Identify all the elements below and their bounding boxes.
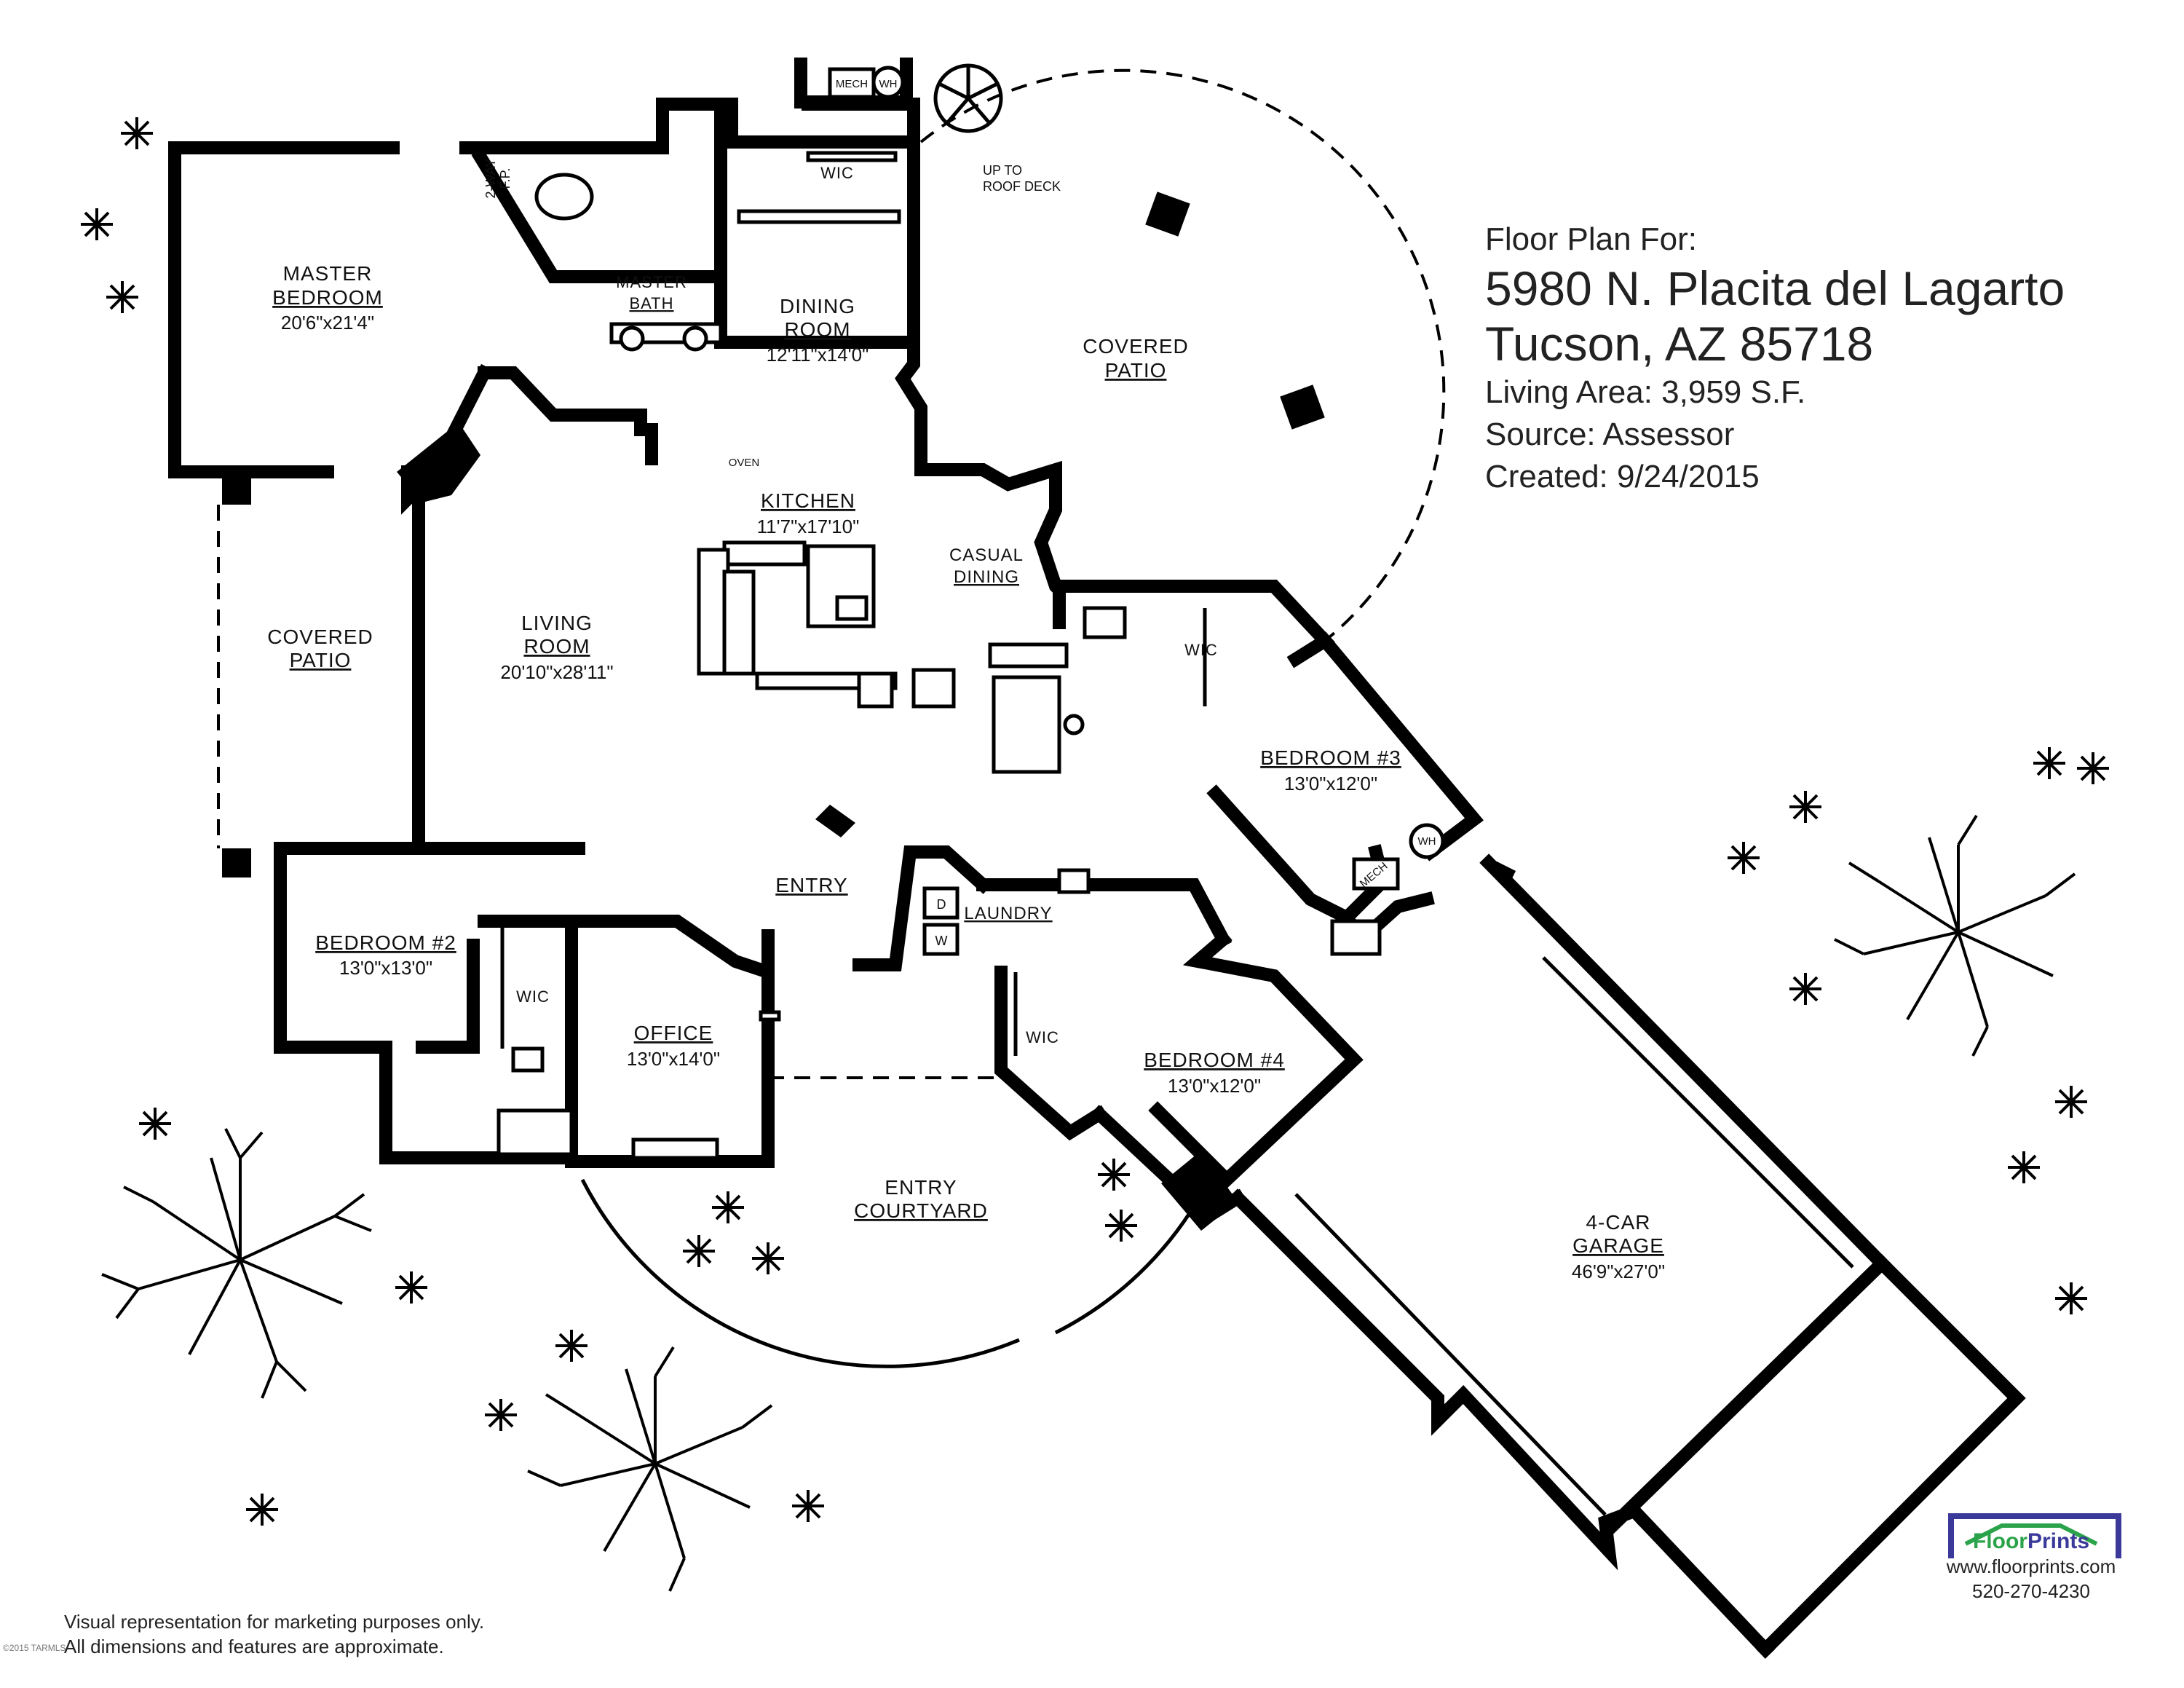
laundry-label: LAUNDRY <box>964 904 1052 923</box>
living-walls <box>274 465 775 1168</box>
wic-bed3-label: WIC <box>1184 641 1218 659</box>
disclaimer-line-2: All dimensions and features are approxim… <box>64 1636 444 1657</box>
brand-name-part-2: Prints <box>2027 1529 2090 1553</box>
tree-icon <box>101 1128 372 1399</box>
central-walls <box>401 336 1484 861</box>
living-area: Living Area: 3,959 S.F. <box>1485 374 1806 410</box>
bedroom2-dimensions: 13'0"x13'0" <box>339 957 432 979</box>
created-date: Created: 9/24/2015 <box>1485 459 1760 494</box>
shrub-icon <box>81 117 2109 1526</box>
room-labels: MASTER BEDROOM 20'6"x21'4" MASTER BATH 2… <box>267 78 1665 1282</box>
garage-label: 4-CAR <box>1586 1211 1650 1234</box>
wh-top-label: WH <box>879 78 898 90</box>
tree-icon <box>1834 814 2076 1057</box>
master-bedroom-label: MASTER <box>283 262 373 285</box>
wic-bed2-label: WIC <box>516 987 550 1006</box>
office-label: OFFICE <box>634 1022 713 1044</box>
fireplace-label-2: F.P. <box>498 168 513 189</box>
copyright: ©2015 TARMLS <box>3 1643 66 1653</box>
oven-label: OVEN <box>729 457 760 469</box>
fireplace-label: 2-WAY <box>483 158 498 198</box>
brand-name-part-1: Floor <box>1972 1529 2027 1553</box>
brand-website: www.floorprints.com <box>1946 1555 2116 1577</box>
dryer-label: D <box>937 897 946 912</box>
address-line-1: 5980 N. Placita del Lagarto <box>1485 261 2065 315</box>
kitchen-dimensions: 11'7"x17'10" <box>757 516 860 537</box>
covered-patio-right-label-2: PATIO <box>1105 359 1167 382</box>
wic-bed4-label: WIC <box>1026 1028 1059 1046</box>
mech-top-label: MECH <box>836 78 868 90</box>
entry-courtyard-label: ENTRY <box>885 1176 957 1199</box>
fixtures <box>496 66 1445 1160</box>
garage-walls <box>1228 853 2026 1659</box>
address-line-2: Tucson, AZ 85718 <box>1485 317 1874 371</box>
living-room-label-2: ROOM <box>523 635 590 658</box>
bedroom2-label: BEDROOM #2 <box>315 931 456 954</box>
garage-label-2: GARAGE <box>1572 1234 1664 1257</box>
casual-dining-label: CASUAL <box>949 545 1024 565</box>
bedroom4-dimensions: 13'0"x12'0" <box>1168 1075 1261 1097</box>
bedroom4-label: BEDROOM #4 <box>1144 1049 1285 1071</box>
master-bath-label: MASTER <box>616 273 687 291</box>
master-bedroom-label-2: BEDROOM <box>272 286 383 309</box>
wic-master-label: WIC <box>820 164 854 182</box>
covered-patio-left-label: COVERED <box>267 626 373 648</box>
solid-blocks <box>222 192 1325 1231</box>
bedroom-wing-walls <box>852 784 1435 1225</box>
tree-icon <box>527 1346 773 1592</box>
entry-label: ENTRY <box>775 874 847 896</box>
casual-dining-label-2: DINING <box>954 567 1019 587</box>
bedroom3-dimensions: 13'0"x12'0" <box>1284 773 1377 794</box>
covered-patio-right-label: COVERED <box>1083 335 1188 358</box>
disclaimer-line-1: Visual representation for marketing purp… <box>64 1611 485 1633</box>
dining-room-label: DINING <box>780 295 855 318</box>
source: Source: Assessor <box>1485 417 1735 452</box>
entry-courtyard-label-2: COURTYARD <box>854 1199 988 1222</box>
spiral-stair-icon <box>933 63 1003 133</box>
office-dimensions: 13'0"x14'0" <box>627 1048 720 1070</box>
title-heading: Floor Plan For: <box>1485 221 1697 257</box>
floorprints-logo-icon <box>1948 1513 2121 1558</box>
roof-deck-label-2: ROOF DECK <box>983 179 1061 194</box>
brand-block: FloorPrints www.floorprints.com 520-270-… <box>1922 1529 2140 1604</box>
kitchen-label: KITCHEN <box>761 489 855 512</box>
garage-dimensions: 46'9"x27'0" <box>1572 1261 1665 1282</box>
covered-patio-left-label-2: PATIO <box>290 649 352 671</box>
roof-deck-label: UP TO <box>983 163 1022 178</box>
title-block: Floor Plan For: 5980 N. Placita del Laga… <box>1485 218 2155 498</box>
dining-room-dimensions: 12'11"x14'0" <box>767 344 869 366</box>
living-room-dimensions: 20'10"x28'11" <box>500 661 613 683</box>
brand-phone: 520-270-4230 <box>1972 1580 2090 1602</box>
washer-label: W <box>935 934 948 948</box>
bedroom3-label: BEDROOM #3 <box>1260 746 1401 769</box>
dashed-outlines <box>217 68 1446 1368</box>
master-bath-label-2: BATH <box>629 294 673 312</box>
living-room-label: LIVING <box>521 612 593 634</box>
master-bedroom-dimensions: 20'6"x21'4" <box>281 312 374 334</box>
wh-mid-label: WH <box>1418 835 1436 848</box>
dining-room-label-2: ROOM <box>784 318 850 341</box>
disclaimer: Visual representation for marketing purp… <box>64 1609 484 1659</box>
brand-name: FloorPrints <box>1922 1529 2140 1554</box>
